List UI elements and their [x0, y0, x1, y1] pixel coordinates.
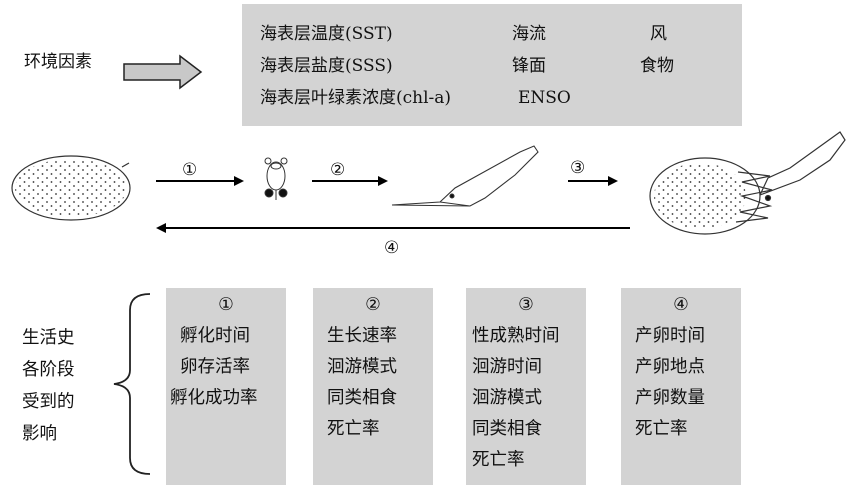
juvenile-squid — [391, 145, 539, 207]
stage-4-num: ④ — [673, 295, 689, 315]
step-3-label: ③ — [570, 158, 586, 178]
stage-1-item: 孵化成功率 — [170, 388, 258, 408]
stage-2-item: 洄游模式 — [327, 357, 397, 377]
stage-1-num: ① — [218, 295, 234, 315]
stage-3-item: 洄游模式 — [472, 388, 542, 408]
step-4-label: ④ — [384, 238, 400, 258]
step-1-label: ① — [182, 160, 198, 180]
stage-2-box: ② 生长速率 洄游模式 同类相食 死亡率 — [313, 288, 433, 485]
env-sss: 海表层盐度(SSS) — [260, 56, 393, 76]
stage-4-item: 产卵时间 — [635, 326, 705, 346]
life-history-brace — [113, 293, 151, 475]
env-label: 环境因素 — [24, 52, 92, 72]
env-chla: 海表层叶绿素浓度(chl-a) — [260, 88, 452, 108]
stage-3-item: 洄游时间 — [472, 357, 542, 377]
stage-3-item: 同类相食 — [472, 419, 542, 439]
stage-1-item: 卵存活率 — [180, 357, 250, 377]
stage-4-item: 死亡率 — [635, 419, 688, 439]
stage-3-item: 性成熟时间 — [472, 326, 560, 346]
stage-4-box: ④ 产卵时间 产卵地点 产卵数量 死亡率 — [621, 288, 741, 485]
step-2-label: ② — [330, 160, 346, 180]
life-history-label: 生活史 各阶段 受到的 影响 — [22, 328, 75, 444]
env-sst: 海表层温度(SST) — [260, 24, 393, 44]
stage-4-item: 产卵地点 — [635, 357, 705, 377]
stage-1-box: ① 孵化时间 卵存活率 孵化成功率 — [166, 288, 286, 485]
paralarva — [264, 157, 288, 200]
stage-2-item: 同类相食 — [327, 388, 397, 408]
stage-2-item: 死亡率 — [327, 419, 380, 439]
stage-3-num: ③ — [518, 295, 534, 315]
env-wind: 风 — [650, 24, 667, 44]
env-food: 食物 — [640, 56, 674, 76]
stage-2-item: 生长速率 — [327, 326, 397, 346]
stage-3-box: ③ 性成熟时间 洄游时间 洄游模式 同类相食 死亡率 — [466, 288, 586, 485]
env-arrow — [123, 54, 203, 90]
env-enso: ENSO — [518, 88, 571, 108]
stage-4-item: 产卵数量 — [635, 388, 705, 408]
stage-3-item: 死亡率 — [472, 450, 525, 470]
env-current: 海流 — [512, 24, 546, 44]
env-factors-box: 海表层温度(SST) 海表层盐度(SSS) 海表层叶绿素浓度(chl-a) 海流… — [242, 4, 742, 126]
stage-2-num: ② — [365, 295, 381, 315]
stage-1-item: 孵化时间 — [180, 326, 250, 346]
env-front: 锋面 — [512, 56, 546, 76]
